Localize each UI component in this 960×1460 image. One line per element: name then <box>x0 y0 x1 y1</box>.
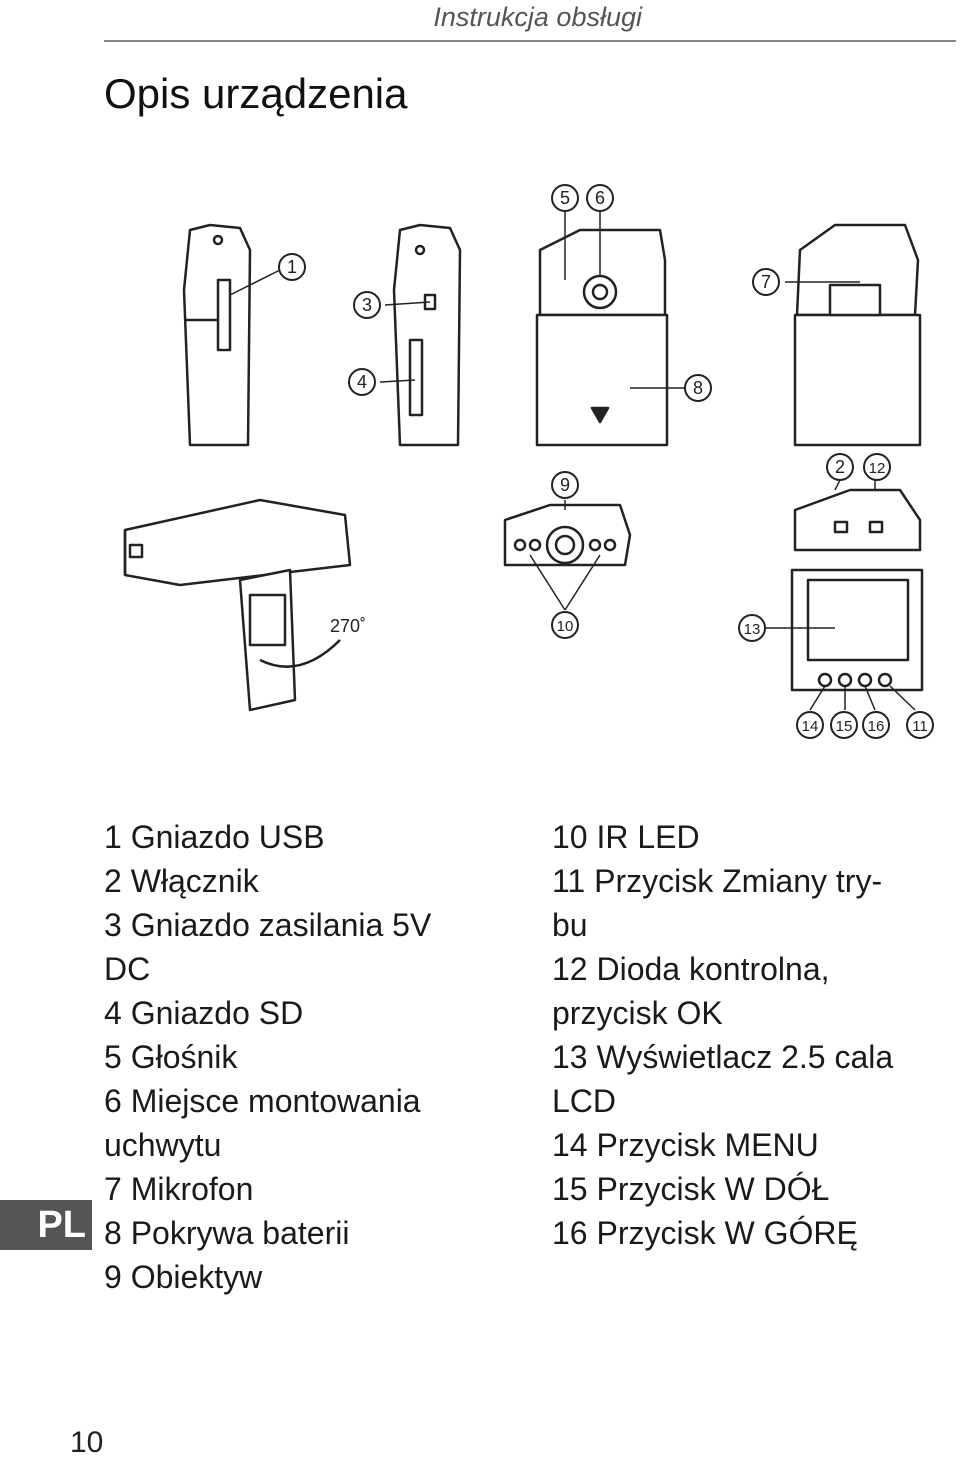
legend-item: przycisk OK <box>552 995 723 1031</box>
callout-5: 5 <box>551 184 579 212</box>
callout-4: 4 <box>348 368 376 396</box>
running-header: Instrukcja obsługi <box>433 2 642 32</box>
side-view-right <box>392 223 462 447</box>
svg-text:1: 1 <box>287 257 297 277</box>
callout-16: 16 <box>862 711 890 739</box>
legend-item: 7 Mikrofon <box>104 1171 254 1207</box>
svg-text:16: 16 <box>868 718 885 735</box>
callout-14: 14 <box>796 711 824 739</box>
callout-15: 15 <box>830 711 858 739</box>
legend-item: 6 Miejsce montowania <box>104 1083 421 1119</box>
legend-item: 14 Przycisk MENU <box>552 1127 819 1163</box>
callout-3: 3 <box>353 291 381 319</box>
page-number: 10 <box>70 1426 104 1459</box>
svg-text:2: 2 <box>835 457 845 477</box>
svg-text:9: 9 <box>560 475 570 495</box>
svg-text:13: 13 <box>744 621 761 638</box>
front-view <box>793 223 922 447</box>
svg-text:7: 7 <box>761 272 771 292</box>
callout-12: 12 <box>863 453 891 481</box>
legend-item: 3 Gniazdo zasilania 5V <box>104 907 432 943</box>
legend-item: 15 Przycisk W DÓŁ <box>552 1171 830 1207</box>
legend-item: 5 Głośnik <box>104 1039 238 1075</box>
legend-right: 10 IR LED 11 Przycisk Zmiany try- bu 12 … <box>552 815 952 1255</box>
callout-9: 9 <box>551 471 579 499</box>
svg-text:11: 11 <box>912 718 928 735</box>
legend-item: 11 Przycisk Zmiany try- <box>552 863 883 899</box>
callout-10: 10 <box>551 611 579 639</box>
callout-13: 13 <box>738 614 766 642</box>
svg-text:8: 8 <box>693 378 703 398</box>
legend-item: DC <box>104 951 151 987</box>
screen-view <box>790 488 924 692</box>
legend-item: 2 Włącznik <box>104 863 259 899</box>
legend-item: 8 Pokrywa baterii <box>104 1215 350 1251</box>
svg-text:14: 14 <box>802 718 819 735</box>
svg-text:4: 4 <box>357 372 367 392</box>
svg-text:3: 3 <box>362 295 372 315</box>
language-tab: PL <box>0 1200 92 1250</box>
svg-text:12: 12 <box>869 460 886 477</box>
svg-text:6: 6 <box>595 188 605 208</box>
callout-1: 1 <box>278 253 306 281</box>
svg-text:5: 5 <box>560 188 570 208</box>
legend-item: 13 Wyświetlacz 2.5 cala <box>552 1039 894 1075</box>
header-rule <box>104 40 956 42</box>
svg-text:10: 10 <box>557 618 574 635</box>
legend-item: 10 IR LED <box>552 819 700 855</box>
callout-2: 2 <box>826 453 854 481</box>
legend-item: 9 Obiektyw <box>104 1259 263 1295</box>
callout-11: 11 <box>906 711 934 739</box>
perspective-view <box>123 498 352 712</box>
legend-item: 1 Gniazdo USB <box>104 819 325 855</box>
device-diagram: 1 3 4 5 6 7 8 9 10 2 12 13 14 15 16 11 2… <box>123 184 934 739</box>
legend-item: bu <box>552 907 588 943</box>
legend-item: 12 Dioda kontrolna, <box>552 951 830 987</box>
legend-item: 4 Gniazdo SD <box>104 995 304 1031</box>
legend-item: 16 Przycisk W GÓRĘ <box>552 1215 858 1251</box>
lens-view <box>503 503 632 567</box>
callout-6: 6 <box>586 184 614 212</box>
svg-text:15: 15 <box>836 718 853 735</box>
back-view <box>535 228 669 447</box>
callout-8: 8 <box>684 374 712 402</box>
side-view-left <box>182 223 252 447</box>
rotation-label: 270˚ <box>330 616 366 636</box>
legend-item: uchwytu <box>104 1127 222 1163</box>
page-title: Opis urządzenia <box>104 70 408 117</box>
legend-left: 1 Gniazdo USB 2 Włącznik 3 Gniazdo zasil… <box>104 815 524 1299</box>
legend-item: LCD <box>552 1083 617 1119</box>
callout-7: 7 <box>752 268 780 296</box>
